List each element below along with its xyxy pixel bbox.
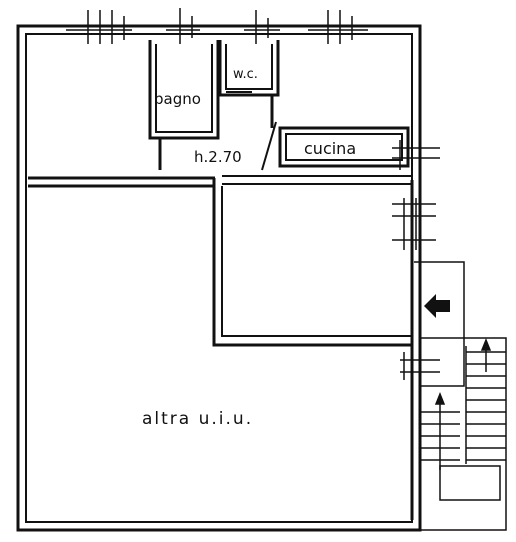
interior-walls (28, 40, 414, 520)
door-marks (160, 91, 372, 177)
entrance-arrow-icon (424, 294, 450, 318)
staircase (419, 337, 507, 531)
room-label-other-unit: altra u.i.u. (142, 409, 253, 429)
room-label-wc: w.c. (233, 67, 258, 82)
room-label-kitchen: cucina (304, 139, 356, 158)
window-marks (66, 8, 440, 380)
outer-wall (16, 24, 422, 532)
ceiling-height-label: h.2.70 (194, 148, 242, 166)
entrance (411, 261, 465, 387)
room-label-bathroom: bagno (154, 90, 201, 108)
